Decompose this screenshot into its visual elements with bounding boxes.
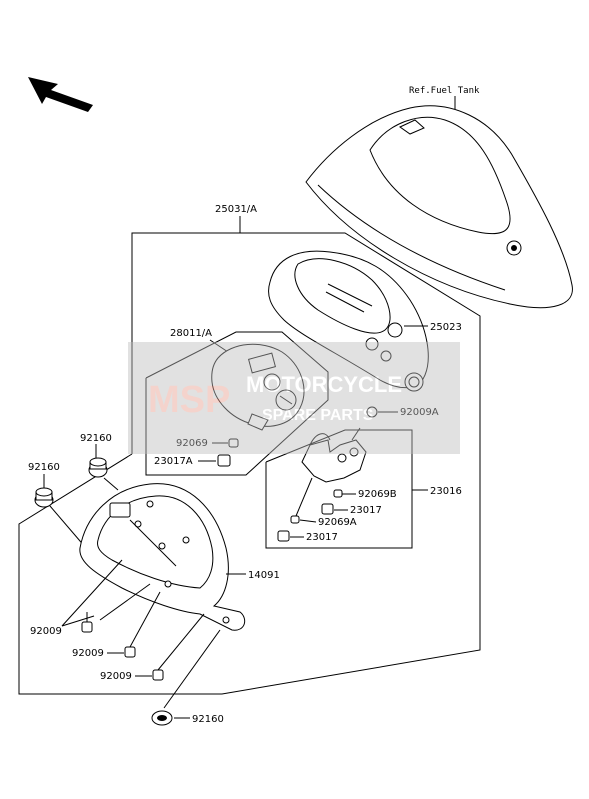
label-28011A: 28011/A — [170, 328, 212, 339]
label-92009-a: 92009 — [30, 626, 62, 637]
label-92160-c: 92160 — [192, 714, 224, 725]
lamp-bracket — [301, 427, 367, 483]
label-23017-b: 23017 — [306, 532, 338, 543]
label-25023: 25023 — [430, 322, 462, 333]
label-92009-c: 92009 — [100, 671, 132, 682]
front-arrow-icon — [28, 77, 93, 112]
label-92069A: 92069A — [318, 517, 357, 528]
label-92160-b: 92160 — [28, 462, 60, 473]
label-92160-a: 92160 — [80, 433, 112, 444]
assembly-outline — [18, 232, 481, 695]
label-23016: 23016 — [430, 486, 462, 497]
label-92009A: 92009A — [400, 407, 439, 418]
meter-unit-box — [145, 331, 329, 476]
label-92069: 92069 — [176, 438, 208, 449]
meter-lower-cover — [79, 483, 246, 631]
grommet-c — [151, 710, 173, 726]
label-25031A: 25031/A — [215, 204, 257, 215]
grommet-a — [88, 457, 108, 478]
label-23017A: 23017A — [154, 456, 193, 467]
grommet-b — [34, 487, 54, 508]
watermark: MSP MOTORCYCLE SPARE PARTS — [128, 342, 460, 454]
label-92009-b: 92009 — [72, 648, 104, 659]
watermark-line1: MOTORCYCLE — [246, 372, 402, 397]
meter-housing — [268, 250, 429, 392]
label-92069B: 92069B — [358, 489, 397, 500]
bracket-box — [265, 429, 413, 549]
meter-unit — [211, 343, 305, 431]
fuel-tank-cover — [305, 105, 573, 309]
label-23017-a: 23017 — [350, 505, 382, 516]
label-14091: 14091 — [248, 570, 280, 581]
watermark-logo: MSP — [148, 379, 230, 421]
ref-fuel-tank-label: Ref.Fuel Tank — [409, 86, 480, 96]
watermark-line2: SPARE PARTS — [262, 407, 374, 424]
